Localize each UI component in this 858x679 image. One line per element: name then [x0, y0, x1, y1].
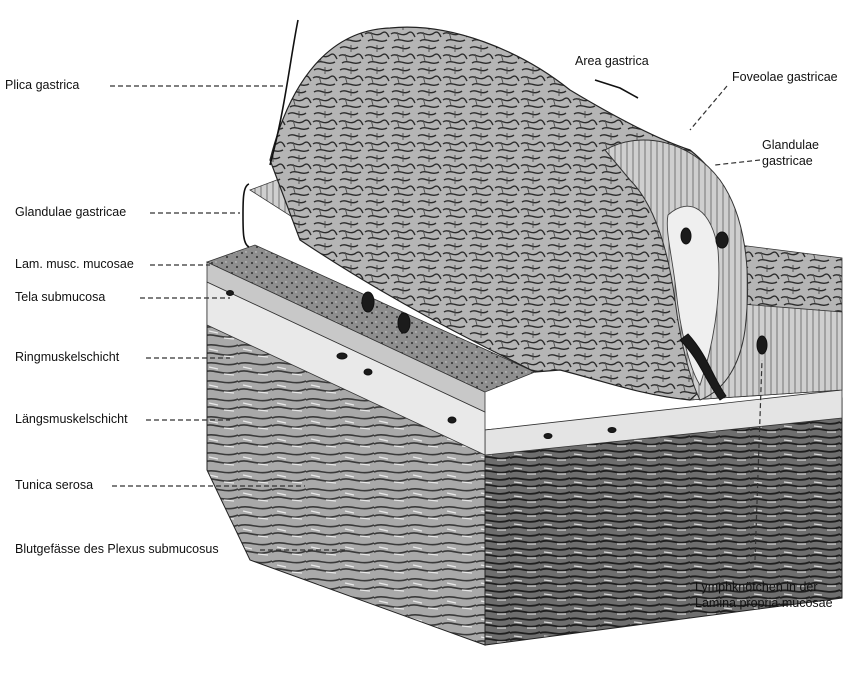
label-lam-musc-mucosae: Lam. musc. mucosae	[15, 257, 134, 273]
label-glandulae-gastricae-left: Glandulae gastricae	[15, 205, 126, 221]
label-laengsmuskelschicht: Längsmuskelschicht	[15, 412, 128, 428]
label-lymphknoetchen: Lymphknötchen in der Lamina propria muco…	[695, 580, 855, 611]
label-area-gastrica: Area gastrica	[575, 54, 649, 70]
label-tela-submucosa: Tela submucosa	[15, 290, 105, 306]
label-ringmuskelschicht: Ringmuskelschicht	[15, 350, 119, 366]
label-foveolae-gastricae: Foveolae gastricae	[732, 70, 838, 86]
label-blutgefaesse: Blutgefässe des Plexus submucosus	[15, 542, 219, 558]
label-tunica-serosa: Tunica serosa	[15, 478, 93, 494]
label-plica-gastrica: Plica gastrica	[5, 78, 79, 94]
label-glandulae-gastricae-right: Glandulae gastricae	[762, 138, 852, 169]
